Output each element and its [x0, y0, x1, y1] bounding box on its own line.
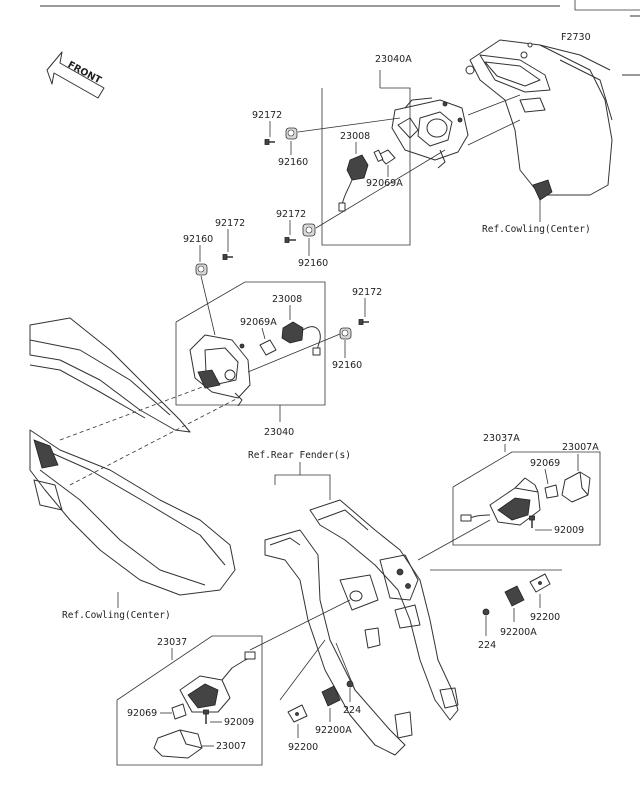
label-92009-a: 92009 [554, 525, 584, 536]
label-92172-b: 92172 [276, 209, 306, 220]
label-92069A-a: 92069A [366, 178, 403, 189]
label-23037: 23037 [157, 637, 187, 648]
screw-92172-d [358, 319, 369, 325]
socket-23008-b [281, 321, 321, 356]
label-92160-d: 92160 [332, 360, 362, 371]
label-23037A: 23037A [483, 433, 520, 444]
label-92200A-a: 92200A [500, 627, 537, 638]
plate-92200A-b [321, 685, 341, 707]
label-23008-a: 23008 [340, 131, 370, 142]
nut-224-b [346, 680, 354, 688]
bracket-23037 [116, 635, 263, 766]
label-92160-b: 92160 [298, 258, 328, 269]
label-92172-c: 92172 [215, 218, 245, 229]
lens-23007 [153, 729, 203, 759]
leader-fender-to-23037 [249, 599, 351, 651]
label-92200A-b: 92200A [315, 725, 352, 736]
label-23040A: 23040A [375, 54, 412, 65]
grommet-92160-d [339, 327, 352, 340]
grommet-92160-c [195, 263, 208, 276]
label-92069A-b: 92069A [240, 317, 277, 328]
dash-cowling-2 [69, 397, 239, 486]
label-224-b: 224 [343, 705, 361, 716]
leader-23040A-to-cowling-2 [467, 119, 521, 146]
label-92069-b: 92069 [127, 708, 157, 719]
label-92160-c: 92160 [183, 234, 213, 245]
label-23007: 23007 [216, 741, 246, 752]
ref-cowling-center-left-label: Ref.Cowling(Center) [62, 610, 171, 621]
leader-fender-to-23037A [417, 519, 491, 561]
plate-92200-a [529, 573, 551, 593]
screw-92172-b [284, 237, 296, 243]
bracket-23040A [321, 87, 411, 246]
label-92172-a: 92172 [252, 110, 282, 121]
figure-code-label: F2730 [561, 32, 591, 43]
bracket-23040 [175, 281, 326, 406]
bracket-rear-fender [274, 474, 331, 500]
turn-signal-assembly-23040A [391, 97, 469, 169]
leader-92069A-b [261, 327, 266, 340]
dash-cowling-1 [59, 385, 206, 441]
cowling-center-top [465, 39, 613, 201]
label-92200-a: 92200 [530, 612, 560, 623]
label-92172-d: 92172 [352, 287, 382, 298]
leader-92069-a [544, 468, 549, 485]
grommet-92160-b [302, 223, 316, 237]
frame-corner [574, 0, 640, 11]
bulb-92069-a [544, 484, 559, 499]
nut-224-a [482, 608, 490, 616]
lens-23007A [561, 471, 591, 503]
leader-23040A-to-cowling [467, 94, 521, 116]
ref-cowling-center-top-label: Ref.Cowling(Center) [482, 224, 591, 235]
label-224-a: 224 [478, 640, 496, 651]
front-direction-arrow: FRONT [46, 51, 105, 99]
ref-rear-fender-label: Ref.Rear Fender(s) [248, 450, 351, 461]
grommet-92160-a [285, 127, 298, 140]
turn-signal-23037A [460, 477, 541, 526]
screw-92172-c [222, 254, 233, 260]
bracket-23037A [452, 451, 601, 546]
bulb-92069-b [171, 703, 187, 720]
label-92160-a: 92160 [278, 157, 308, 168]
screw-92009-a [529, 515, 535, 528]
leader-92160-c-to-lamp [200, 275, 216, 336]
turn-signal-assembly-23040 [189, 334, 251, 407]
cowling-center-left [29, 317, 236, 596]
rear-fender-bracket [264, 499, 459, 756]
screw-92172-a [264, 139, 275, 145]
label-92069-a: 92069 [530, 458, 560, 469]
label-23008-b: 23008 [272, 294, 302, 305]
leader-92160-d-to-lamp [247, 333, 341, 373]
leader-fender-to-92200 [279, 639, 326, 701]
label-92009-b: 92009 [224, 717, 254, 728]
label-23040: 23040 [264, 427, 294, 438]
leader-92160-a-to-lamp [297, 117, 401, 133]
leader-92160-b-to-lamp [315, 149, 446, 229]
label-92200-b: 92200 [288, 742, 318, 753]
plate-92200-b [287, 704, 308, 723]
turn-signal-23037 [179, 651, 256, 713]
plate-92200A-a [504, 585, 525, 607]
bulb-92069A-b [259, 339, 277, 356]
bulb-92069A-a [373, 149, 396, 165]
socket-23008-a [338, 154, 369, 212]
screw-92009-b [203, 709, 209, 724]
label-23007A: 23007A [562, 442, 599, 453]
